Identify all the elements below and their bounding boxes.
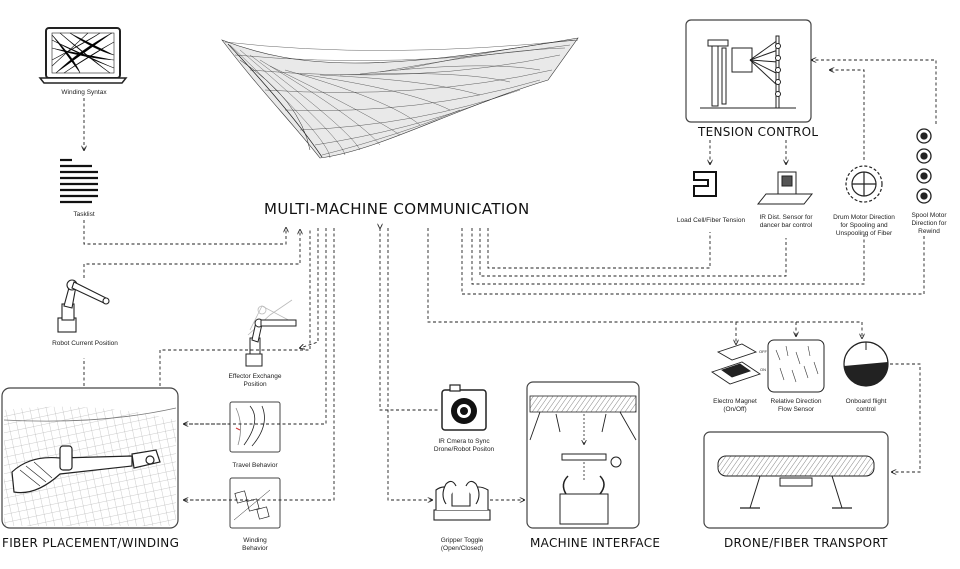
winding-behavior-line-2: Behavior: [242, 545, 268, 552]
effector-robot-icon: [245, 318, 297, 367]
flow-sensor-icon: [767, 339, 825, 393]
ir-camera-icon: [441, 384, 487, 431]
spool-motor-line-3: Rewind: [918, 228, 940, 235]
electro-magnet-line-1: Electro Magnet: [713, 398, 757, 405]
ir-camera-line-2: Drone/Robot Positon: [433, 446, 495, 453]
electro-magnet-line-2: (On/Off): [723, 406, 747, 413]
connector-lines: [84, 60, 937, 500]
robot-arm-icon: [57, 279, 110, 333]
tasklist-icon: [60, 158, 98, 204]
spool-motor-icon: [916, 128, 932, 204]
gripper-icon: [433, 480, 491, 521]
tension-control-box: [685, 19, 812, 123]
ir-distance-sensor-icon: [756, 171, 814, 205]
spool-motor-line-1: Spool Motor: [911, 212, 947, 219]
ir-dist-line-2: dancer bar control: [759, 222, 813, 229]
magnet-on-label: ON: [760, 367, 766, 372]
winding-behavior-line-1: Winding: [243, 537, 267, 544]
spool-motor-label: Spool Motor Direction for Rewind: [904, 212, 954, 236]
electro-magnet-icon: [710, 343, 762, 385]
robot-position-label: Robot Current Position: [52, 340, 118, 347]
tension-control-title: TENSION CONTROL: [698, 125, 819, 139]
machine-interface-box: [526, 381, 640, 529]
effector-exchange-line-2: Position: [243, 381, 267, 388]
flight-control-line-2: control: [856, 406, 876, 413]
machine-interface-title: MACHINE INTERFACE: [530, 536, 661, 550]
electro-magnet-label: Electro Magnet (On/Off): [700, 398, 770, 414]
drum-motor-label: Drum Motor Direction for Spooling and Un…: [824, 214, 904, 238]
drum-motor-line-2: for Spooling and: [840, 222, 888, 229]
tasklist-label: Tasklist: [73, 211, 95, 218]
load-cell-label: Load Cell/Fiber Tension: [676, 217, 746, 224]
ir-dist-label: IR Dist. Sensor for dancer bar control: [748, 214, 824, 230]
fiber-placement-title: FIBER PLACEMENT/WINDING: [2, 536, 180, 550]
flight-control-label: Onboard flight control: [834, 398, 898, 414]
ir-dist-line-1: IR Dist. Sensor for: [759, 214, 813, 221]
drone-transport-title: DRONE/FIBER TRANSPORT: [724, 536, 888, 550]
drum-motor-line-3: Unspooling of Fiber: [835, 230, 893, 237]
magnet-off-label: OFF: [759, 349, 767, 354]
effector-exchange-line-1: Effector Exchange: [228, 373, 282, 380]
flow-sensor-line-1: Relative Direction: [770, 398, 822, 405]
gripper-line-2: (Open/Closed): [440, 545, 484, 552]
effector-exchange-label: Effector Exchange Position: [220, 373, 290, 389]
flow-sensor-label: Relative Direction Flow Sensor: [760, 398, 832, 414]
winding-syntax-label: Winding Syntax: [61, 89, 107, 96]
laptop-icon: [38, 27, 128, 84]
travel-behavior-label: Travel Behavior: [232, 462, 278, 469]
gripper-label: Gripper Toggle (Open/Closed): [420, 537, 504, 553]
drum-motor-line-1: Drum Motor Direction: [833, 214, 895, 221]
wound-structure-illustration: [221, 37, 579, 159]
main-title: MULTI-MACHINE COMMUNICATION: [264, 200, 530, 218]
flow-sensor-line-2: Flow Sensor: [777, 406, 815, 413]
drum-motor-icon: [845, 165, 883, 203]
load-cell-icon: [693, 171, 717, 197]
winding-behavior-box: [229, 477, 281, 529]
drone-transport-box: [703, 431, 889, 529]
flight-control-icon: [843, 341, 889, 387]
ir-camera-label: IR Cmera to Sync Drone/Robot Positon: [416, 438, 512, 454]
gripper-line-1: Gripper Toggle: [440, 537, 484, 544]
ir-camera-line-1: IR Cmera to Sync: [438, 438, 490, 445]
flight-control-line-1: Onboard flight: [845, 398, 887, 405]
travel-behavior-box: [229, 401, 281, 453]
fiber-placement-box: [1, 387, 179, 529]
winding-behavior-label: Winding Behavior: [222, 537, 288, 553]
spool-motor-line-2: Direction for: [911, 220, 947, 227]
